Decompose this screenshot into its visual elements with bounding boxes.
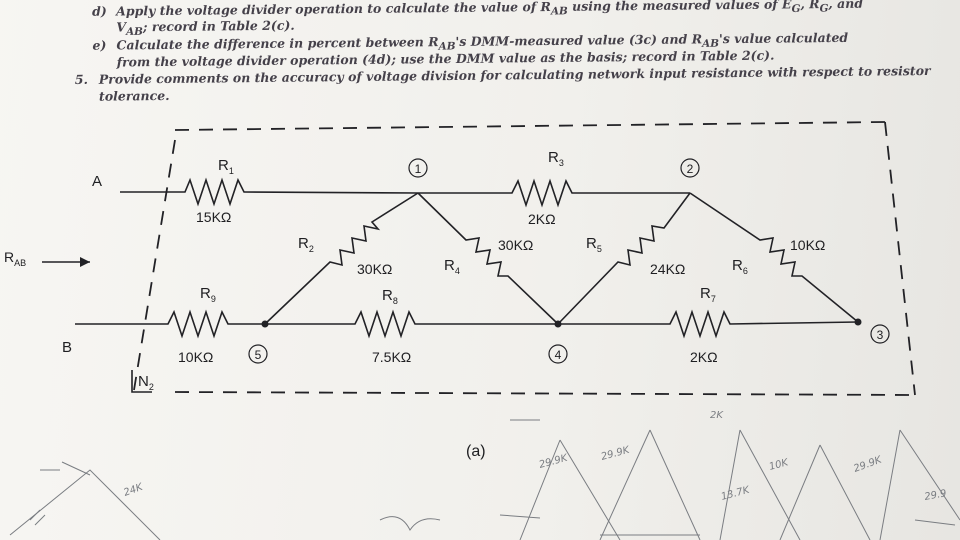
node-4-marker: 4 xyxy=(548,344,568,364)
r4-sub: 4 xyxy=(455,266,460,276)
note-2k: 2K xyxy=(710,410,724,421)
wire-r3 xyxy=(418,178,690,208)
r8-sub: 8 xyxy=(393,296,398,306)
pencil-sketches xyxy=(9,419,960,540)
r5-sub: 5 xyxy=(597,244,602,254)
r1-value: 15KΩ xyxy=(196,209,231,225)
r9-name: R xyxy=(200,285,211,302)
r5-value: 24KΩ xyxy=(650,261,685,277)
enclosure-right-edge xyxy=(884,121,916,396)
node-5-label: 5 xyxy=(255,348,262,362)
wire-r5 xyxy=(557,192,691,325)
rab-arrow-head xyxy=(80,257,90,267)
r6-sub: 6 xyxy=(743,266,748,276)
note-13-7k: 13.7K xyxy=(720,484,752,502)
r1-label: R1 xyxy=(218,157,234,176)
note-29-9k-b: 29.9K xyxy=(600,444,632,462)
node-5-marker: 5 xyxy=(248,344,268,364)
rab-label: RAB xyxy=(4,249,26,268)
r5-name: R xyxy=(586,235,597,252)
r7-value: 2KΩ xyxy=(690,349,718,365)
r7-sub: 7 xyxy=(711,294,716,304)
node-2-label: 2 xyxy=(687,162,694,176)
enclosure-top-edge xyxy=(174,121,886,131)
note-29-9: 29.9 xyxy=(924,488,948,503)
r7-name: R xyxy=(700,285,711,302)
enclosure-left-edge xyxy=(133,139,176,391)
junction-node5 xyxy=(261,320,269,328)
r7-label: R7 xyxy=(700,285,716,304)
r2-label: R2 xyxy=(298,235,314,254)
n2-bracket xyxy=(131,370,152,393)
r3-value: 2KΩ xyxy=(528,211,556,227)
junction-node3 xyxy=(854,318,862,326)
r2-sub: 2 xyxy=(309,244,314,254)
node-3-marker: 3 xyxy=(870,324,890,344)
r4-name: R xyxy=(444,257,455,274)
rab-label-sub: AB xyxy=(14,258,26,268)
note-10k: 10K xyxy=(768,457,791,473)
wire-a-r1 xyxy=(120,177,419,207)
node-3-label: 3 xyxy=(877,328,884,342)
r3-label: R3 xyxy=(548,149,564,168)
n2-name: N xyxy=(138,373,149,390)
rab-label-main: R xyxy=(4,249,14,265)
r6-label: R6 xyxy=(732,257,748,276)
note-29-9k-c: 29.9K xyxy=(852,454,884,475)
r5-label: R5 xyxy=(586,235,602,254)
r3-name: R xyxy=(548,149,559,166)
r6-name: R xyxy=(732,257,743,274)
note-24k: 24K xyxy=(122,481,145,498)
r2-value: 30KΩ xyxy=(357,261,392,277)
note-29-9k-a: 29.9K xyxy=(538,452,570,470)
r8-value: 7.5KΩ xyxy=(372,349,411,365)
terminal-b-label: B xyxy=(62,339,72,356)
r4-value: 30KΩ xyxy=(498,237,533,253)
node-2-marker: 2 xyxy=(680,158,700,178)
enclosure-bottom-edge xyxy=(174,391,916,396)
r8-name: R xyxy=(382,287,393,304)
n2-label: N2 xyxy=(138,373,154,392)
r9-value: 10KΩ xyxy=(178,349,213,365)
r9-sub: 9 xyxy=(211,294,216,304)
wire-bottom xyxy=(75,309,859,339)
node-1-marker: 1 xyxy=(408,158,428,178)
node-4-label: 4 xyxy=(555,348,562,362)
r4-label: R4 xyxy=(444,257,460,276)
node-1-label: 1 xyxy=(415,162,422,176)
r1-sub: 1 xyxy=(229,166,234,176)
n2-sub: 2 xyxy=(149,382,154,392)
r2-name: R xyxy=(298,235,309,252)
r3-sub: 3 xyxy=(559,158,564,168)
r6-value: 10KΩ xyxy=(790,237,825,253)
wire-r4 xyxy=(417,192,559,325)
r8-label: R8 xyxy=(382,287,398,306)
wire-r6 xyxy=(689,192,859,323)
terminal-a-label: A xyxy=(92,173,102,190)
figure-caption: (a) xyxy=(466,443,486,460)
r1-name: R xyxy=(218,157,229,174)
r9-label: R9 xyxy=(200,285,216,304)
wire-r2 xyxy=(264,192,419,325)
junction-node4 xyxy=(554,320,562,328)
